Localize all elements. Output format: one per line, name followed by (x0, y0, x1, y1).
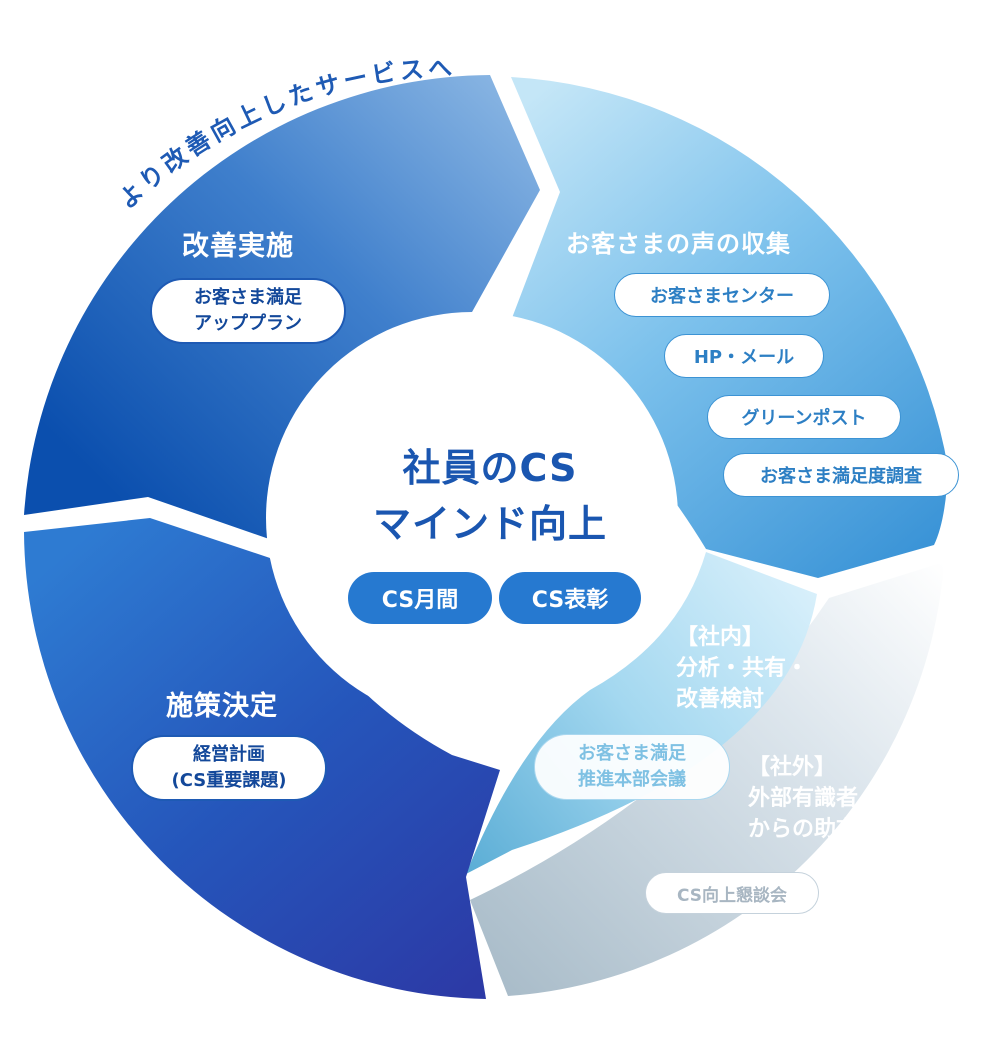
improve-pill-line2: アッププラン (194, 313, 302, 334)
cs-month-pill: CS月間 (348, 572, 492, 624)
collect-title: お客さまの声の収集 (566, 230, 791, 258)
internal-heading: 【社内】 (676, 625, 765, 650)
improve-pill-line1: お客さま満足 (194, 287, 302, 308)
decide-pill-line1: 経営計画 (193, 744, 265, 765)
internal-block: 【社内】 分析・共有・ 改善検討 (676, 622, 808, 715)
internal-line2: 改善検討 (676, 687, 765, 712)
channel-customer-center: お客さまセンター (614, 273, 830, 317)
channel-hp-mail: HP・メール (664, 334, 824, 378)
center-title-line1: 社員のCS (402, 446, 578, 490)
internal-pill-line1: お客さま満足 (578, 743, 686, 764)
improve-title: 改善実施 (182, 231, 294, 262)
channel-satisfaction-survey: お客さま満足度調査 (723, 453, 959, 497)
external-forum-pill: CS向上懇談会 (645, 872, 819, 914)
decide-pill-line2: (CS重要課題) (171, 770, 287, 791)
cs-award-pill: CS表彰 (499, 572, 641, 624)
center-title: 社員のCS マインド向上 (300, 440, 680, 552)
improve-plan-pill: お客さま満足 アッププラン (150, 278, 346, 344)
decide-plan-pill: 経営計画 (CS重要課題) (131, 735, 327, 801)
internal-pill-line2: 推進本部会議 (578, 769, 686, 790)
center-title-line2: マインド向上 (372, 502, 607, 546)
channel-green-post: グリーンポスト (707, 395, 901, 439)
internal-council-pill: お客さま満足 推進本部会議 (534, 734, 730, 800)
external-heading: 【社外】 (748, 755, 837, 780)
external-line2: からの助言 (748, 817, 859, 842)
decide-title: 施策決定 (166, 691, 278, 722)
external-block: 【社外】 外部有識者 からの助言 (748, 752, 858, 845)
internal-line1: 分析・共有・ (676, 656, 809, 681)
segment-collect (511, 77, 948, 578)
external-line1: 外部有識者 (748, 786, 859, 811)
